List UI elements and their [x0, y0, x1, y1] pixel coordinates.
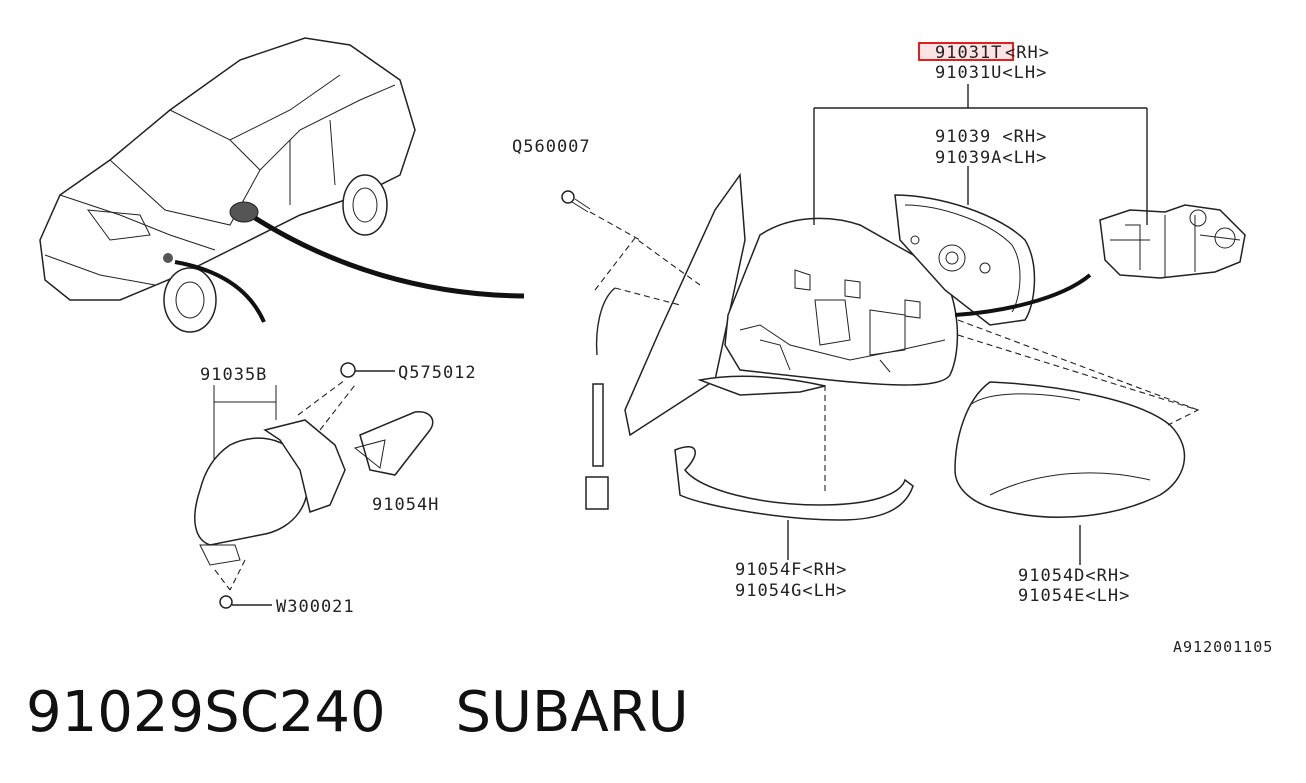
label-91054h[interactable]: 91054H: [372, 495, 439, 515]
label-q560007[interactable]: Q560007: [512, 137, 591, 157]
vehicle-illustration: [39, 37, 525, 333]
label-91039a[interactable]: 91039A<LH>: [935, 148, 1047, 168]
main-mirror-assembly: [561, 84, 1246, 565]
part-number: 91029SC240: [26, 680, 386, 745]
label-91054d[interactable]: 91054D<RH>: [1018, 566, 1130, 586]
highlight-box: [918, 42, 1014, 61]
label-91035b[interactable]: 91035B: [200, 365, 267, 385]
label-91054e[interactable]: 91054E<LH>: [1018, 586, 1130, 606]
brand-name: SUBARU: [455, 680, 689, 745]
screw-icon: [561, 190, 591, 213]
label-91031u[interactable]: 91031U<LH>: [935, 63, 1047, 83]
label-91054f[interactable]: 91054F<RH>: [735, 560, 847, 580]
label-91031t[interactable]: 91031T: [935, 43, 1002, 63]
small-mirror-assembly: [194, 362, 434, 609]
label-w300021[interactable]: W300021: [276, 597, 355, 617]
label-91054g[interactable]: 91054G<LH>: [735, 581, 847, 601]
label-91031t-side: <RH>: [1005, 43, 1050, 63]
label-q575012[interactable]: Q575012: [398, 363, 477, 383]
label-91039[interactable]: 91039 <RH>: [935, 127, 1047, 147]
footer-caption: 91029SC240 SUBARU: [26, 680, 689, 745]
diagram-reference-code: A912001105: [1173, 638, 1273, 656]
